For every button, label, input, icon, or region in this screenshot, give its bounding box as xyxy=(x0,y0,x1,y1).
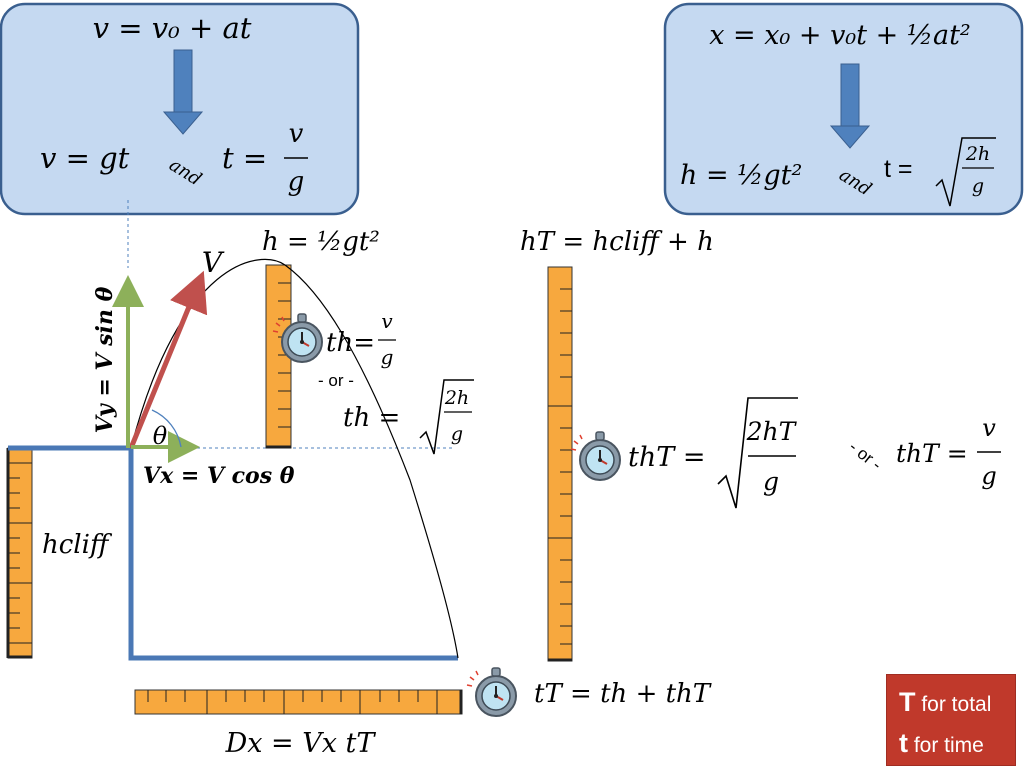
position-left-formula: h = ½gt² xyxy=(680,160,802,191)
position-right-lhs: t = xyxy=(884,155,913,183)
sqrt-sign-icon xyxy=(935,137,996,207)
position-top-formula: x = x₀ + v₀t + ½at² xyxy=(709,20,971,51)
tht-den: g xyxy=(763,467,779,496)
tht-alt-label: thT = xyxy=(896,439,968,468)
or-label: - or - xyxy=(845,437,885,474)
velocity-right-lhs: t = xyxy=(222,141,267,175)
down-arrow-icon xyxy=(829,63,871,149)
max-height-label: h = ½gt² xyxy=(262,227,380,257)
sqrt-sign-icon xyxy=(419,379,474,455)
legend-row-total: T for total xyxy=(899,683,1015,724)
legend-time-letter: t xyxy=(899,728,908,758)
or-label: - or - xyxy=(318,371,354,390)
velocity-formula-box: v = v₀ + at v = gt and t = v g xyxy=(0,2,360,216)
velocity-fraction-den: g xyxy=(288,167,305,197)
angle-arc xyxy=(151,409,182,448)
total-height-ruler xyxy=(547,266,573,662)
velocity-label: V xyxy=(202,246,225,279)
position-formula-box: x = x₀ + v₀t + ½at² h = ½gt² and t = 2h … xyxy=(663,2,1024,216)
legend-box: T for total t for time xyxy=(886,674,1016,766)
stopwatch-icon xyxy=(570,431,621,481)
th-den: g xyxy=(381,345,394,369)
position-sqrt-num: 2h xyxy=(965,143,990,165)
th-sqrt-label: th = xyxy=(343,403,400,433)
theta-label: θ xyxy=(153,422,168,450)
tht-label: thT = xyxy=(628,442,705,473)
total-time-label: tT = th + thT xyxy=(534,679,712,709)
tht-alt-num: v xyxy=(982,414,996,442)
velocity-left-formula: v = gt xyxy=(40,141,130,175)
vy-label: Vy = V sin θ xyxy=(92,286,118,433)
stopwatch-icon xyxy=(466,667,517,717)
cliff-ruler xyxy=(6,447,33,659)
legend-total-letter: T xyxy=(899,687,916,717)
position-sqrt-den: g xyxy=(972,175,984,197)
vx-label: Vx = V cos θ xyxy=(143,463,295,489)
legend-total-text: for total xyxy=(915,693,992,716)
tht-alt-den: g xyxy=(981,462,996,490)
cliff-outline xyxy=(8,445,458,661)
velocity-vector-arrow xyxy=(128,270,208,449)
sqrt-sign-icon xyxy=(717,397,798,509)
th-num: v xyxy=(381,309,393,333)
down-arrow-icon xyxy=(162,49,204,135)
th-sqrt-den: g xyxy=(451,423,463,445)
distance-ruler xyxy=(134,689,463,715)
velocity-fraction-num: v xyxy=(289,119,304,149)
legend-row-time: t for time xyxy=(899,724,1015,765)
trajectory-curve xyxy=(130,258,459,659)
tht-num: 2hT xyxy=(746,417,798,446)
th-label: th= xyxy=(326,328,375,358)
th-sqrt-num: 2h xyxy=(444,387,469,409)
total-height-label: hT = hcliff + h xyxy=(520,227,714,257)
velocity-top-formula: v = v₀ + at xyxy=(93,11,252,45)
distance-label: Dx = Vx tT xyxy=(225,728,377,759)
legend-time-text: for time xyxy=(908,734,984,757)
hcliff-label: hcliff xyxy=(42,530,113,560)
